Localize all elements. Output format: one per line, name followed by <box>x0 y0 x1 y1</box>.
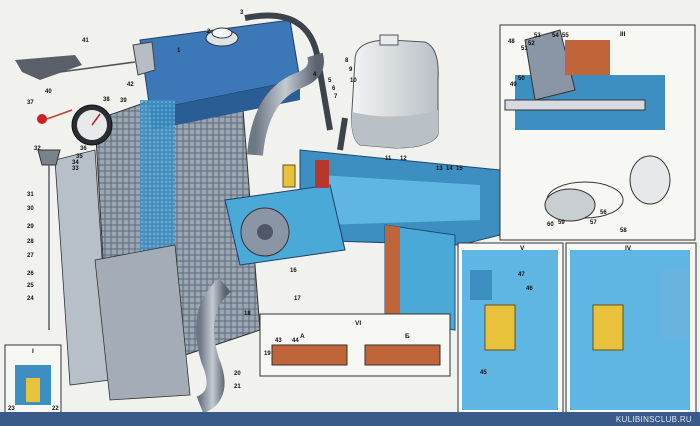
callout-25: 25 <box>27 283 34 289</box>
callout-44: 44 <box>292 338 299 344</box>
warning-lamp <box>37 114 47 124</box>
callout-1: 1 <box>177 48 181 54</box>
callout-57: 57 <box>590 220 597 226</box>
callout-51: 51 <box>521 46 528 52</box>
watermark: KULIBINSCLUB.RU <box>615 415 692 424</box>
filler-cap <box>205 27 239 47</box>
inset-V-label: V <box>520 245 525 252</box>
callout-43: 43 <box>275 338 282 344</box>
inset-VI-sub-a: A <box>300 333 305 340</box>
footer-bar <box>0 412 700 426</box>
upper-radiator-hose <box>247 52 324 156</box>
callout-12: 12 <box>400 156 407 162</box>
callout-28: 28 <box>27 239 34 245</box>
callout-50: 50 <box>518 76 525 82</box>
lower-radiator-hose <box>195 278 232 414</box>
callout-2: 2 <box>207 29 211 35</box>
inset-VI: VI A Б <box>259 313 451 377</box>
thermostat-housing <box>315 160 329 188</box>
thermostat <box>282 164 296 188</box>
callout-54: 54 <box>552 33 559 39</box>
callout-40: 40 <box>45 89 52 95</box>
callout-60: 60 <box>547 222 554 228</box>
callout-5: 5 <box>328 78 332 84</box>
callout-36: 36 <box>80 146 87 152</box>
callout-53: 53 <box>534 33 541 39</box>
callout-10: 10 <box>350 78 357 84</box>
callout-8: 8 <box>345 58 349 64</box>
callout-17: 17 <box>294 296 301 302</box>
callout-34: 34 <box>72 160 79 166</box>
expansion-tank <box>351 34 439 149</box>
radiator <box>54 19 301 401</box>
callout-48: 48 <box>508 39 515 45</box>
callout-38: 38 <box>103 97 110 103</box>
mounting-bracket <box>15 41 156 80</box>
callout-13: 13 <box>436 166 443 172</box>
callout-21: 21 <box>234 384 241 390</box>
inset-V: V <box>457 242 564 414</box>
callout-33: 33 <box>72 166 79 172</box>
inset-IV: IV <box>565 242 697 414</box>
callout-23: 23 <box>8 406 15 412</box>
callout-35: 35 <box>76 154 83 160</box>
inset-III: III <box>499 24 696 241</box>
inset-VI-sub-b: Б <box>405 333 410 340</box>
callout-11: 11 <box>385 156 392 162</box>
callout-37: 37 <box>27 100 34 106</box>
inset-I: I <box>4 344 62 416</box>
callout-7: 7 <box>334 94 338 100</box>
inset-VI-label: VI <box>355 320 361 327</box>
sensor-32 <box>37 149 61 330</box>
callout-42: 42 <box>127 82 134 88</box>
callout-9: 9 <box>349 67 353 73</box>
callout-20: 20 <box>234 371 241 377</box>
callout-47: 47 <box>518 272 525 278</box>
callout-19: 19 <box>264 351 271 357</box>
callout-52: 52 <box>528 41 535 47</box>
callout-41: 41 <box>82 38 89 44</box>
callout-26: 26 <box>27 271 34 277</box>
callout-15: 15 <box>456 166 463 172</box>
callout-45: 45 <box>480 370 487 376</box>
callout-32: 32 <box>34 146 41 152</box>
callout-24: 24 <box>27 296 34 302</box>
callout-22: 22 <box>52 406 59 412</box>
callout-4: 4 <box>313 72 317 78</box>
callout-16: 16 <box>290 268 297 274</box>
engine-block <box>299 149 501 331</box>
fan-shroud <box>94 244 191 401</box>
callout-29: 29 <box>27 224 34 230</box>
callout-58: 58 <box>620 228 627 234</box>
callout-39: 39 <box>120 98 127 104</box>
temperature-gauge <box>37 104 113 146</box>
callout-46: 46 <box>526 286 533 292</box>
water-pump <box>224 160 346 266</box>
callout-49: 49 <box>510 82 517 88</box>
callout-3: 3 <box>240 10 244 16</box>
callout-59: 59 <box>558 220 565 226</box>
callout-31: 31 <box>27 192 34 198</box>
tank-hose <box>337 117 348 151</box>
callout-6: 6 <box>332 86 336 92</box>
callout-30: 30 <box>27 206 34 212</box>
callout-55: 55 <box>562 33 569 39</box>
callout-14: 14 <box>446 166 453 172</box>
callout-18: 18 <box>244 311 251 317</box>
callout-56: 56 <box>600 210 607 216</box>
inset-I-label: I <box>32 348 34 355</box>
inset-III-label: III <box>620 31 626 38</box>
inset-IV-label: IV <box>625 245 632 252</box>
callout-27: 27 <box>27 253 34 259</box>
